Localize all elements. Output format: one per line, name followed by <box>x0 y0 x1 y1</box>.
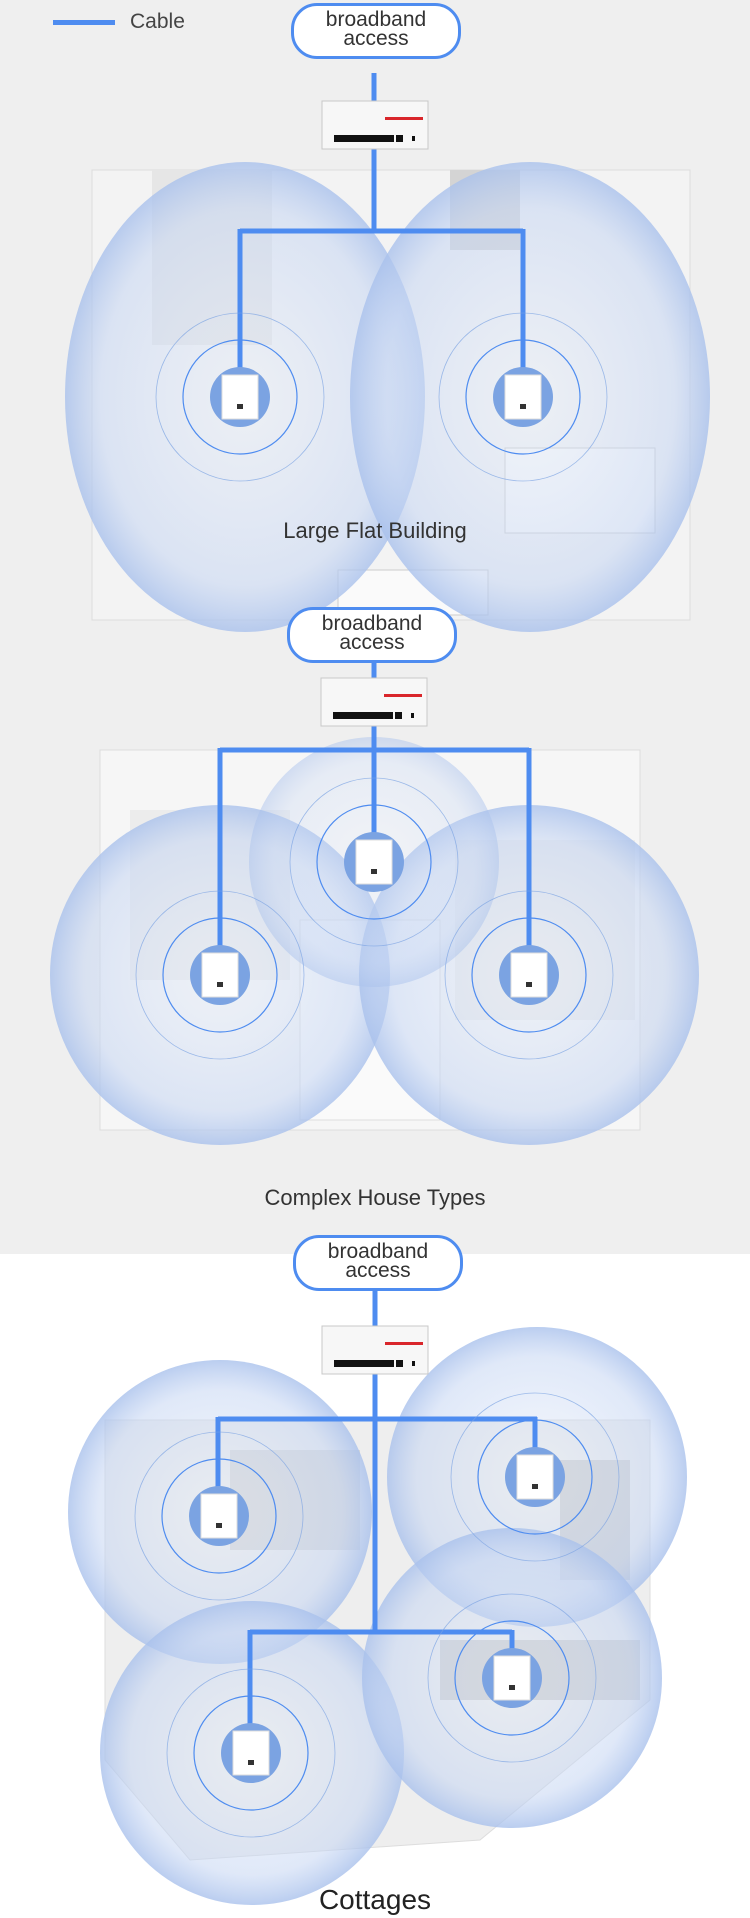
box-label-line1: broadband <box>321 612 423 635</box>
cable-lines <box>215 1288 538 1725</box>
legend: Cable <box>53 10 185 34</box>
broadband-access-box: broadband access <box>293 1235 463 1291</box>
switch-icon <box>320 677 428 727</box>
cable-legend-line <box>53 19 115 25</box>
section-title: Large Flat Building <box>283 518 467 543</box>
box-label-line1: broadband <box>327 1240 429 1263</box>
switch-icon <box>321 100 429 150</box>
section-title: Cottages <box>318 1884 432 1915</box>
broadband-access-box: broadband access <box>291 3 461 59</box>
cable-lines <box>237 73 526 370</box>
broadband-access-box: broadband access <box>287 607 457 663</box>
cable-legend-label: Cable <box>130 10 185 33</box>
box-label-line1: broadband <box>325 8 427 31</box>
switch-icon <box>321 1325 429 1375</box>
box-label-line2: access <box>345 1259 411 1282</box>
box-label-line2: access <box>339 631 405 654</box>
box-label-line2: access <box>343 27 409 50</box>
cable-lines <box>217 657 532 948</box>
section-title: Complex House Types <box>264 1185 486 1210</box>
